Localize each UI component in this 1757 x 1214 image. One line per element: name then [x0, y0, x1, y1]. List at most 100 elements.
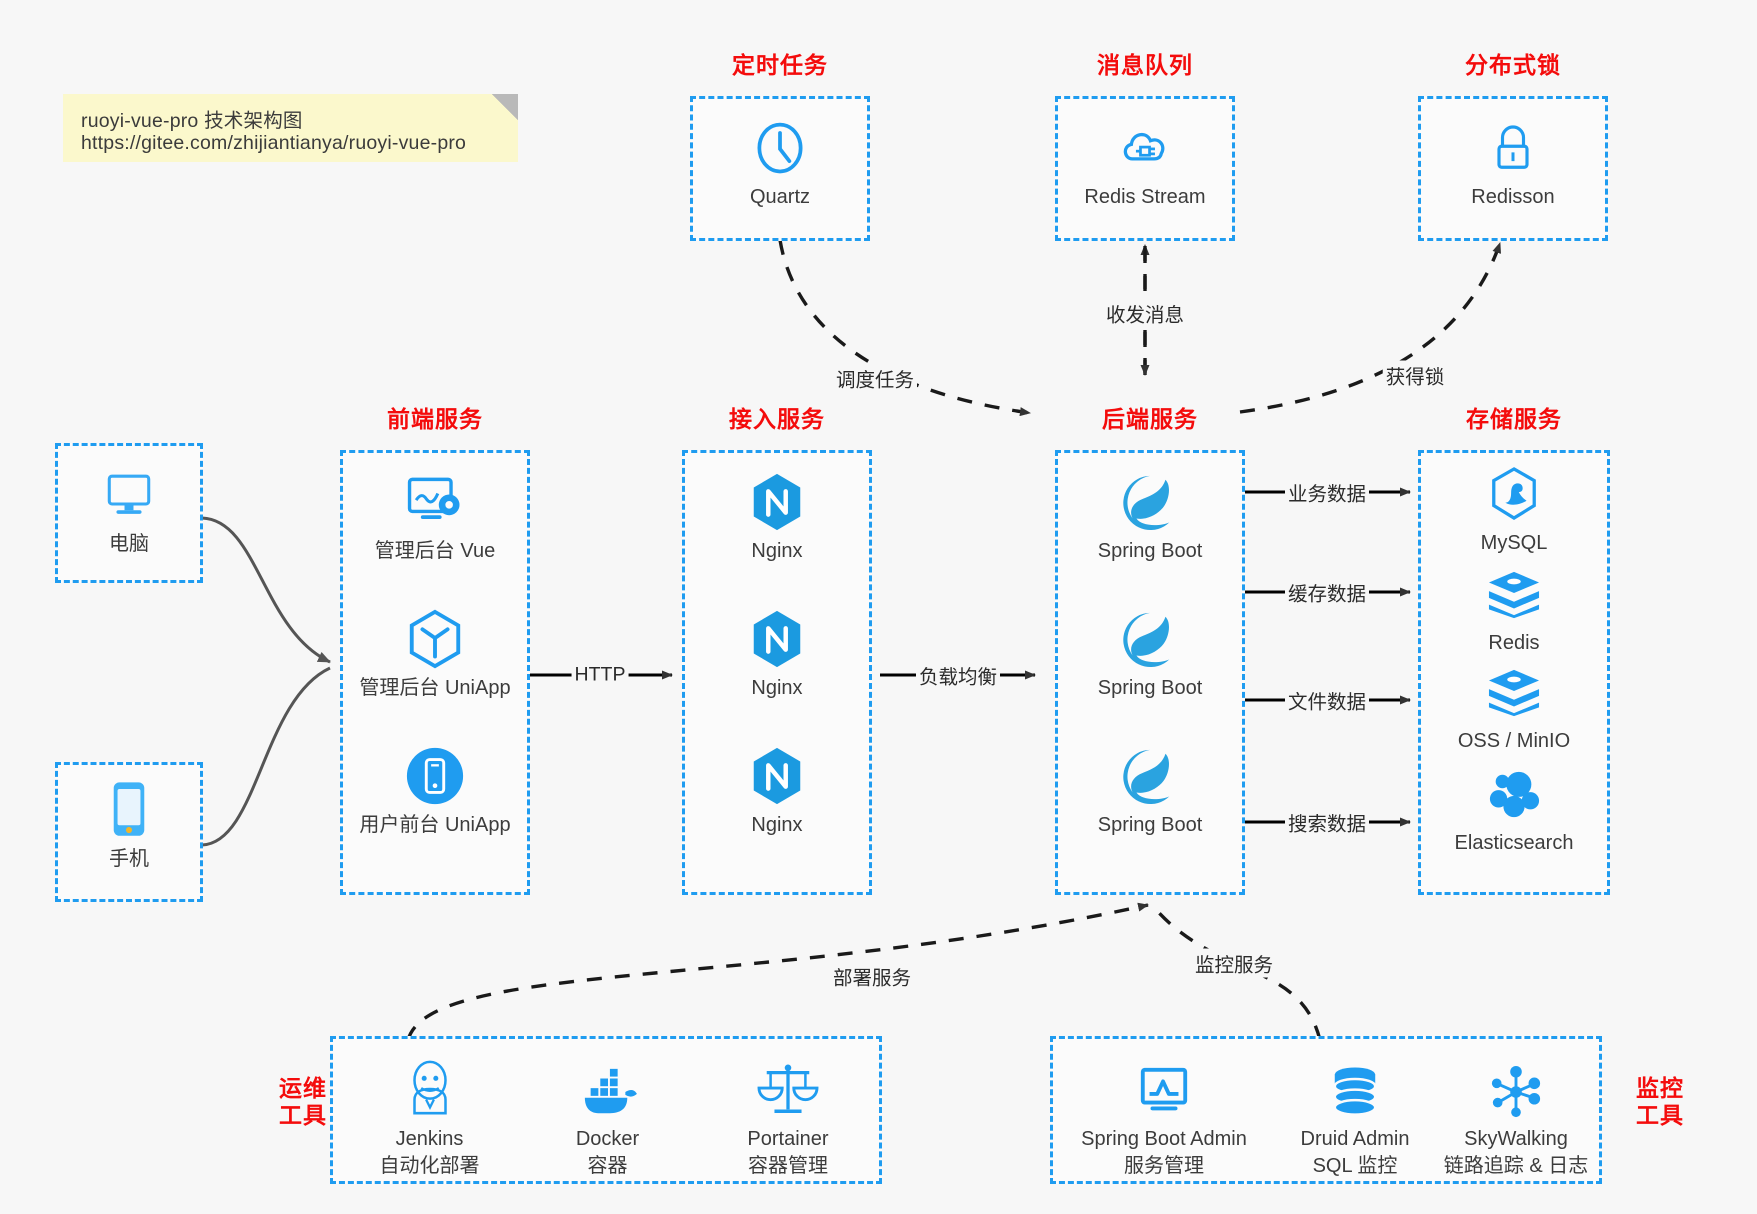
node-spring-boot-1[interactable]: Spring Boot: [1058, 471, 1242, 564]
group-box-message-queue[interactable]: Redis Stream: [1055, 96, 1235, 241]
node-spring-boot-2[interactable]: Spring Boot: [1058, 608, 1242, 701]
node-desc: 链路追踪 & 日志: [1443, 1155, 1589, 1177]
group-box-scheduler[interactable]: Quartz: [690, 96, 870, 241]
group-label-scheduler: 定时任务: [732, 52, 828, 78]
node-pc[interactable]: 电脑: [58, 464, 200, 557]
node-label: Docker: [575, 1128, 640, 1150]
node-redis-stream[interactable]: Redis Stream: [1058, 117, 1232, 210]
node-elasticsearch[interactable]: Elasticsearch: [1421, 763, 1607, 856]
group-box-mobile[interactable]: 手机: [55, 762, 203, 902]
node-label: 电脑: [109, 533, 149, 555]
group-label-devops-line1: 运维: [279, 1075, 327, 1101]
node-label: 用户前台 UniApp: [359, 814, 511, 836]
edge-label-acquire-lock: 获得锁: [1382, 360, 1448, 390]
group-box-distributed-lock[interactable]: Redisson: [1418, 96, 1608, 241]
node-mysql[interactable]: MySQL: [1421, 463, 1607, 556]
node-nginx-2[interactable]: Nginx: [685, 608, 869, 701]
edge-label-deploy-service: 部署服务: [829, 961, 915, 991]
dashboard-gear-icon: [343, 471, 527, 533]
node-label: Jenkins: [395, 1128, 464, 1150]
group-box-pc[interactable]: 电脑: [55, 443, 203, 583]
note-line-2: https://gitee.com/zhijiantianya/ruoyi-vu…: [81, 132, 467, 154]
lock-icon: [1421, 117, 1605, 179]
node-docker[interactable]: Docker 容器: [525, 1053, 690, 1179]
group-label-distributed-lock: 分布式锁: [1465, 52, 1561, 78]
node-label: Nginx: [751, 814, 803, 836]
node-druid-admin[interactable]: Druid Admin SQL 监控: [1275, 1053, 1435, 1179]
node-spring-boot-3[interactable]: Spring Boot: [1058, 745, 1242, 838]
note-line-1: ruoyi-vue-pro 技术架构图: [81, 110, 303, 132]
desktop-icon: [58, 464, 200, 526]
nginx-icon: [685, 608, 869, 670]
node-user-uniapp[interactable]: 用户前台 UniApp: [343, 745, 527, 838]
node-quartz[interactable]: Quartz: [693, 117, 867, 210]
database-icon: [1275, 1053, 1435, 1119]
node-label: Spring Boot: [1097, 814, 1203, 836]
nginx-icon: [685, 745, 869, 807]
skywalking-icon: [1431, 1053, 1601, 1119]
node-skywalking[interactable]: SkyWalking 链路追踪 & 日志: [1431, 1053, 1601, 1179]
group-box-monitoring[interactable]: Spring Boot Admin 服务管理 Druid Admin SQL 监…: [1050, 1036, 1602, 1184]
group-label-backend: 后端服务: [1102, 406, 1198, 432]
node-label: Quartz: [749, 186, 811, 208]
edge-deploy-service: [406, 902, 1149, 1041]
monitor-chart-icon: [1059, 1053, 1269, 1119]
node-desc: 服务管理: [1124, 1155, 1204, 1177]
node-label: 管理后台 Vue: [374, 540, 496, 562]
edge-label-search-data: 搜索数据: [1284, 807, 1370, 837]
node-desc: 容器管理: [748, 1155, 828, 1177]
hexagon-cube-icon: [343, 608, 527, 670]
node-oss-minio[interactable]: OSS / MinIO: [1421, 661, 1607, 754]
node-jenkins[interactable]: Jenkins 自动化部署: [347, 1053, 512, 1179]
scales-icon: [703, 1053, 873, 1119]
cloud-node-icon: [1058, 117, 1232, 179]
docker-icon: [525, 1053, 690, 1119]
group-box-backend[interactable]: Spring Boot Spring Boot Spring Boot: [1055, 450, 1245, 895]
group-label-devops: 运维 工具: [255, 1075, 351, 1129]
group-label-message-queue: 消息队列: [1097, 52, 1193, 78]
group-box-gateway[interactable]: Nginx Nginx Nginx: [682, 450, 872, 895]
group-box-frontend[interactable]: 管理后台 Vue 管理后台 UniApp 用户前台 UniApp: [340, 450, 530, 895]
node-nginx-3[interactable]: Nginx: [685, 745, 869, 838]
node-label: Elasticsearch: [1454, 832, 1574, 854]
node-redis[interactable]: Redis: [1421, 563, 1607, 656]
node-label: 手机: [109, 848, 149, 870]
edge-label-load-balance: 负载均衡: [915, 660, 1001, 690]
elasticsearch-icon: [1421, 763, 1607, 825]
edge-mobile-to-frontend: [201, 666, 331, 847]
smartphone-icon: [58, 779, 200, 841]
edge-label-schedule-task: 调度任务: [832, 363, 918, 393]
group-label-devops-line2: 工具: [279, 1102, 327, 1129]
mysql-icon: [1421, 463, 1607, 525]
node-label: MySQL: [1480, 532, 1548, 554]
edge-pc-to-frontend: [201, 516, 331, 664]
node-desc: 自动化部署: [379, 1155, 480, 1177]
node-mobile[interactable]: 手机: [58, 779, 200, 872]
node-admin-uniapp[interactable]: 管理后台 UniApp: [343, 608, 527, 701]
node-label: Druid Admin: [1300, 1128, 1410, 1150]
node-label: Spring Boot: [1097, 677, 1203, 699]
node-desc: 容器: [587, 1155, 628, 1177]
edge-label-cache-data: 缓存数据: [1284, 577, 1370, 607]
node-admin-vue[interactable]: 管理后台 Vue: [343, 471, 527, 564]
group-label-monitoring: 监控 工具: [1612, 1075, 1708, 1129]
edge-label-monitor-service: 监控服务: [1191, 948, 1277, 978]
group-box-storage[interactable]: MySQL Redis OSS / MinIO Elasticsearch: [1418, 450, 1610, 895]
spring-boot-icon: [1058, 608, 1242, 670]
group-label-monitoring-line1: 监控: [1636, 1075, 1684, 1101]
node-spring-boot-admin[interactable]: Spring Boot Admin 服务管理: [1059, 1053, 1269, 1179]
note-fold-icon: [492, 94, 518, 120]
jenkins-icon: [347, 1053, 512, 1119]
group-label-frontend: 前端服务: [387, 406, 483, 432]
group-box-devops[interactable]: Jenkins 自动化部署 Docker 容器 Portainer 容器管理: [330, 1036, 882, 1184]
group-label-storage: 存储服务: [1466, 406, 1562, 432]
edge-label-http: HTTP: [571, 663, 629, 687]
node-label: OSS / MinIO: [1457, 730, 1571, 752]
node-nginx-1[interactable]: Nginx: [685, 471, 869, 564]
node-redisson[interactable]: Redisson: [1421, 117, 1605, 210]
node-label: Spring Boot Admin: [1081, 1128, 1247, 1150]
node-portainer[interactable]: Portainer 容器管理: [703, 1053, 873, 1179]
node-label: SkyWalking: [1464, 1128, 1568, 1150]
node-label: Redisson: [1471, 186, 1555, 208]
oss-minio-icon: [1421, 661, 1607, 723]
